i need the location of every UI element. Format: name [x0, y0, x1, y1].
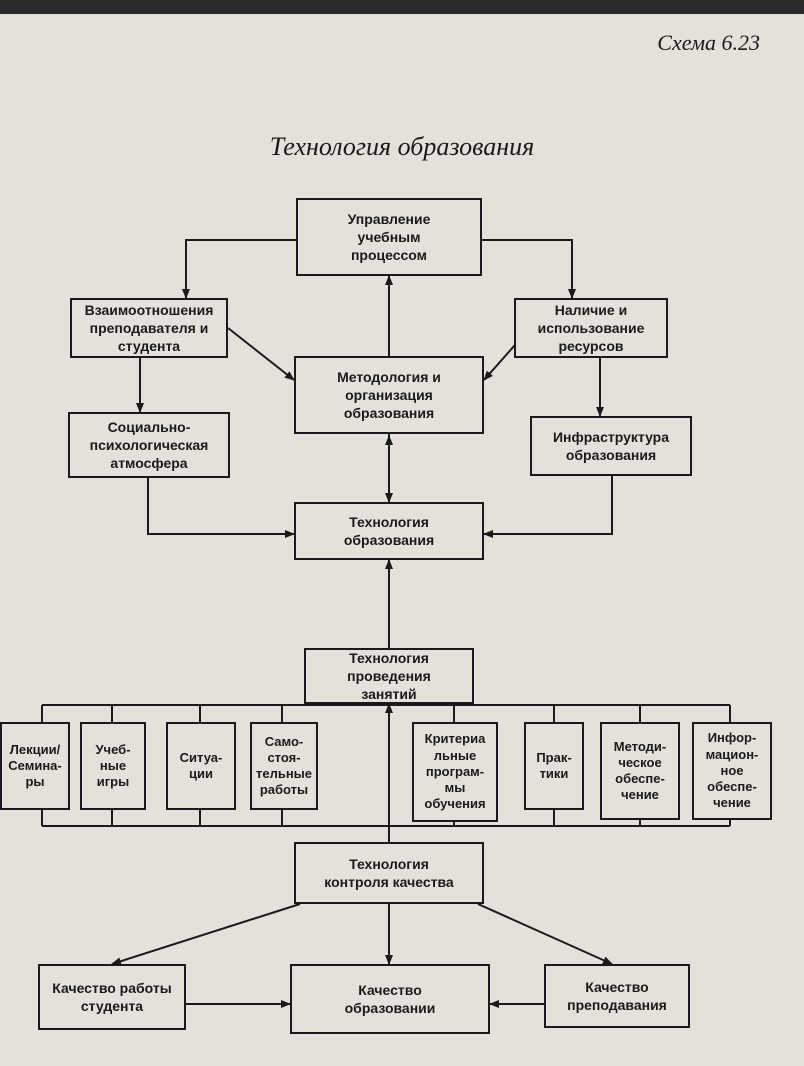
node-atmosphere: Социально- психологическая атмосфера: [68, 412, 230, 478]
top-bar: [0, 0, 804, 14]
link-management-relationship: [182, 239, 296, 299]
node-classes-tech: Технология проведения занятий: [304, 648, 474, 704]
node-situations: Ситуа- ции: [166, 722, 236, 810]
node-edu-tech: Технология образования: [294, 502, 484, 560]
node-resources: Наличие и использование ресурсов: [514, 298, 668, 358]
node-lectures: Лекции/ Семина- ры: [0, 722, 70, 810]
node-quality-tech: Технология контроля качества: [294, 842, 484, 904]
node-methodical: Методи- ческое обеспе- чение: [600, 722, 680, 820]
node-infrastructure: Инфраструктура образования: [530, 416, 692, 476]
node-independent: Само- стоя- тельные работы: [250, 722, 318, 810]
diagram-title: Технология образования: [269, 132, 535, 161]
node-relationship: Взаимоотношения преподавателя и студента: [70, 298, 228, 358]
link-quality-student: [111, 903, 301, 966]
node-info: Инфор- мацион- ное обеспе- чение: [692, 722, 772, 820]
link-atmosphere-edutech: [147, 478, 295, 538]
node-methodology: Методология и организация образования: [294, 356, 484, 434]
node-student-quality: Качество работы студента: [38, 964, 186, 1030]
node-edu-quality: Качество образовании: [290, 964, 490, 1034]
node-practice: Прак- тики: [524, 722, 584, 810]
node-management: Управление учебным процессом: [296, 198, 482, 276]
link-quality-teaching: [477, 903, 613, 965]
node-games: Учеб- ные игры: [80, 722, 146, 810]
link-relationship-methodology: [227, 327, 295, 381]
link-infrastructure-edutech: [483, 476, 613, 538]
link-management-resources: [482, 239, 576, 299]
node-teaching-quality: Качество преподавания: [544, 964, 690, 1028]
node-criteria: Критериа льные програм- мы обучения: [412, 722, 498, 822]
scheme-number: Схема 6.23: [657, 30, 760, 55]
